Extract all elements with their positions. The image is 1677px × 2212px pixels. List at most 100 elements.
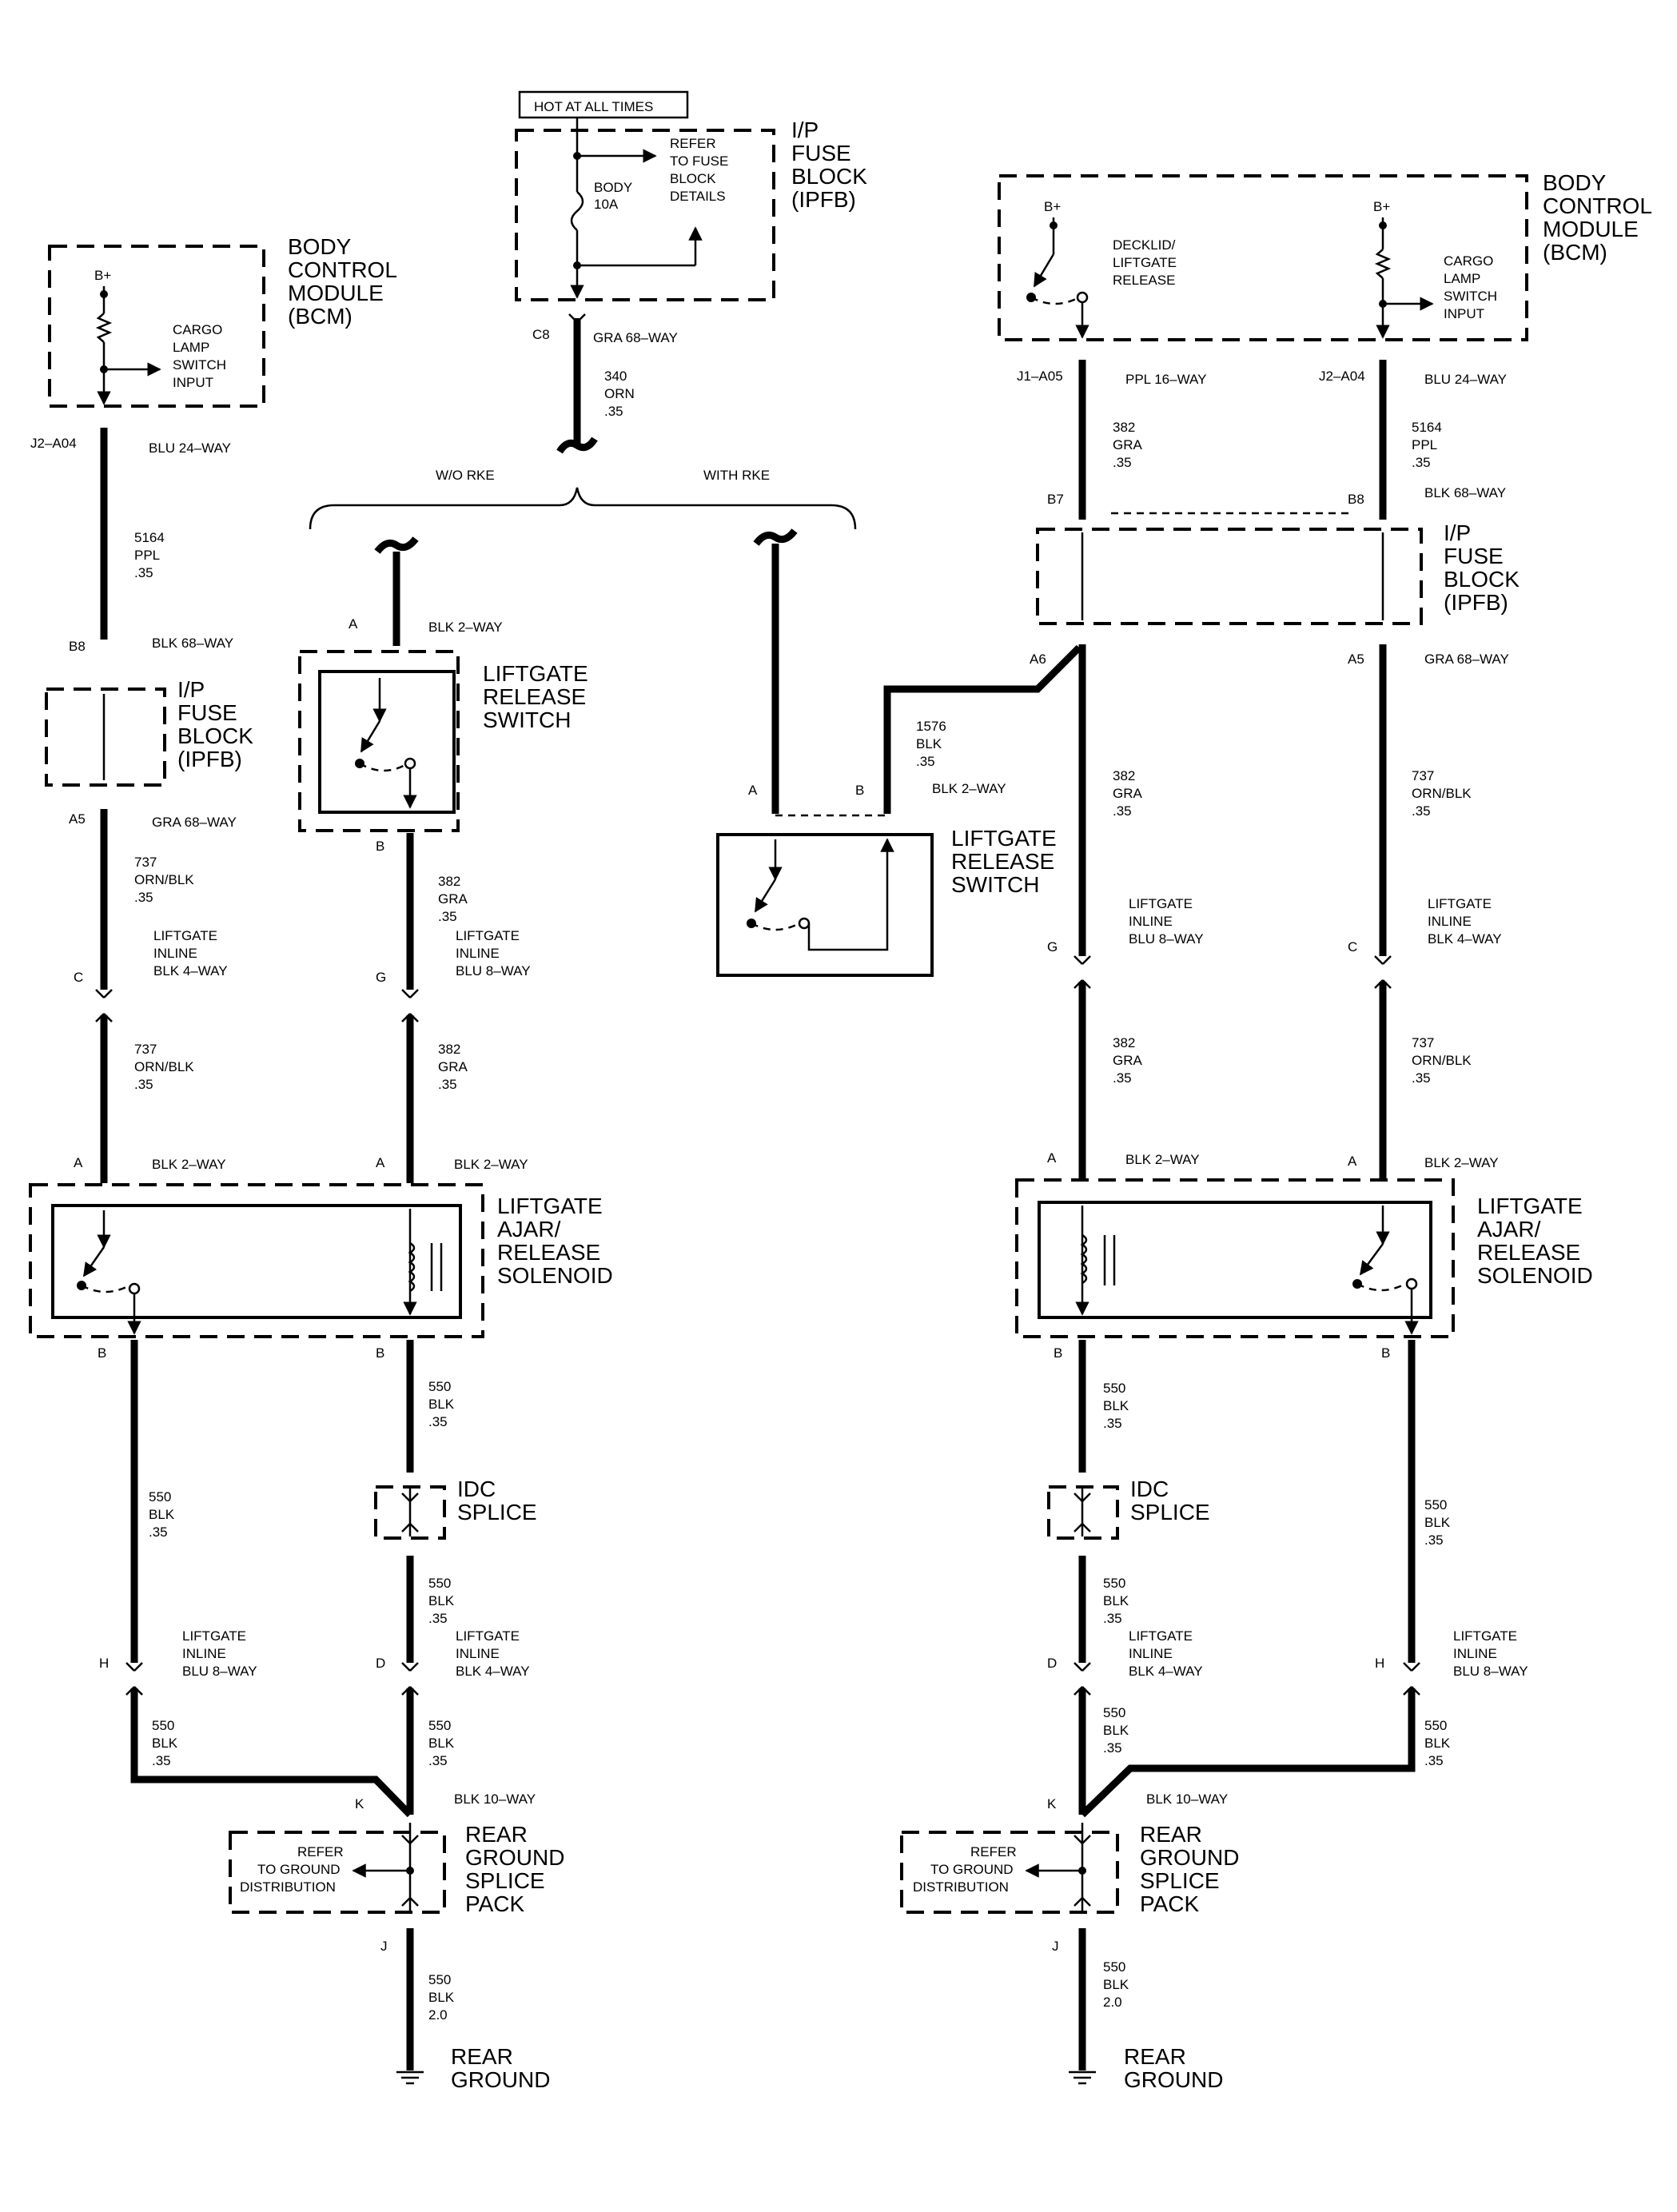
right-ipfb-boundary [1036, 528, 1423, 625]
left-inline4-connector [95, 989, 113, 1022]
left-idc-label: IDC SPLICE [457, 1477, 537, 1524]
rke-option-brace [309, 487, 857, 530]
c8-connector: GRA 68–WAY [593, 330, 678, 345]
left-wire-382a-label: 382 GRA .35 [438, 874, 471, 924]
right-b7: B7 [1047, 492, 1064, 507]
with-rke-label: WITH RKE [703, 468, 770, 483]
right-wire-737a-label: 737 ORN/BLK .35 [1412, 768, 1475, 819]
right-gra68: GRA 68–WAY [1424, 652, 1509, 667]
right-solenoid-label: LIFTGATE AJAR/ RELEASE SOLENOID [1477, 1194, 1593, 1288]
right-pin-d: D [1047, 1656, 1057, 1671]
left-wire-382b-label: 382 GRA .35 [438, 1042, 471, 1092]
right-pin-j: J [1052, 1939, 1059, 1954]
left-switch-body [318, 670, 456, 814]
left-bcm-boundary [48, 245, 265, 408]
refer-fuse-block-label: REFER TO FUSE BLOCK DETAILS [670, 136, 732, 204]
left-rear-ground-splice-pack [229, 1823, 446, 1914]
left-splice-pack-dashed [229, 1831, 446, 1914]
left-wire-550d [130, 1688, 413, 1818]
left-inline8a-label: LIFTGATE INLINE BLU 8–WAY [456, 928, 531, 978]
fuse-symbol [570, 191, 584, 231]
right-splice-pack-dashed [900, 1831, 1119, 1914]
left-pin-k: K [355, 1796, 364, 1811]
wo-rke-label: W/O RKE [436, 468, 495, 483]
left-pin-j: J [380, 1939, 388, 1954]
right-wire-737b-label: 737 ORN/BLK .35 [1412, 1035, 1475, 1086]
left-pin-b1: B [98, 1345, 106, 1361]
right-splice-pack-label: REAR GROUND SPLICE PACK [1140, 1822, 1245, 1916]
left-idc-splice [374, 1485, 446, 1540]
top-ipfb-label: I/P FUSE BLOCK (IPFB) [791, 118, 874, 212]
left-blk2b: BLK 2–WAY [454, 1157, 528, 1172]
right-wire-550e-label: 550 BLK .35 [1424, 1718, 1454, 1768]
right-wire-1576-label: 1576 BLK .35 [916, 719, 950, 769]
right-decklid-label: DECKLID/ LIFTGATE RELEASE [1113, 237, 1181, 288]
hot-at-all-times-group: HOT AT ALL TIMES [518, 90, 689, 119]
right-solenoid-body [1038, 1201, 1432, 1319]
right-liftgate-solenoid [1015, 1178, 1455, 1338]
left-switch-pin-b: B [376, 839, 384, 854]
right-wire-550b-label: 550 BLK .35 [1103, 1576, 1133, 1626]
left-bcm-resistor [95, 313, 113, 343]
right-wire-550a-label: 550 BLK .35 [1103, 1381, 1133, 1431]
left-switch-dashed [298, 650, 460, 832]
right-wire-550f-label: 550 BLK 2.0 [1103, 1959, 1133, 2010]
left-idc-dashed [374, 1485, 446, 1540]
right-blk2a: BLK 2–WAY [1125, 1152, 1200, 1167]
left-rear-ground-label: REAR GROUND [451, 2044, 550, 2092]
left-inline8a-connector [401, 989, 419, 1022]
fuse-label: BODY 10A [594, 180, 636, 212]
right-blk68: BLK 68–WAY [1424, 485, 1506, 500]
left-refer-ground-label: REFER TO GROUND DISTRIBUTION [240, 1844, 347, 1895]
left-a5: A5 [69, 811, 86, 827]
wire-break-right-switch [753, 528, 798, 546]
left-inline-connectors-lower [125, 1662, 419, 1696]
right-rear-ground-splice-pack [900, 1823, 1119, 1914]
right-wire-382b-label: 382 GRA .35 [1113, 768, 1145, 819]
left-wire-550e-label: 550 BLK .35 [428, 1718, 458, 1768]
right-switch-pin-a: A [748, 783, 758, 798]
left-wire-5164-label: 5164 PPL .35 [134, 530, 169, 580]
right-blk10: BLK 10–WAY [1146, 1792, 1228, 1807]
right-a5: A5 [1348, 652, 1364, 667]
left-blk68: BLK 68–WAY [152, 636, 233, 651]
hot-at-all-times-box [518, 90, 689, 119]
left-blk2a: BLK 2–WAY [152, 1157, 226, 1172]
left-ipfb-label: I/P FUSE BLOCK (IPFB) [177, 677, 260, 771]
right-refer-ground-label: REFER TO GROUND DISTRIBUTION [913, 1844, 1020, 1895]
left-switch-pin-a: A [349, 616, 358, 632]
left-j2a04: J2–A04 [30, 436, 77, 451]
right-wire-550e [1079, 1688, 1416, 1818]
left-pin-d: D [376, 1656, 385, 1671]
left-pin-b2: B [376, 1345, 384, 1361]
right-wire-550c-label: 550 BLK .35 [1424, 1497, 1454, 1548]
left-solenoid-label: LIFTGATE AJAR/ RELEASE SOLENOID [497, 1194, 613, 1288]
right-switch-body [716, 833, 934, 977]
left-wire-550d-label: 550 BLK .35 [152, 1718, 181, 1768]
left-bplus: B+ [94, 268, 111, 283]
right-inline8a-label: LIFTGATE INLINE BLU 8–WAY [1129, 896, 1204, 947]
right-inline-connectors-mid [1074, 955, 1392, 989]
right-pin-b1: B [1054, 1345, 1062, 1361]
right-switch-pin-b: B [855, 783, 864, 798]
right-pin-h: H [1375, 1656, 1384, 1671]
right-switch-blk2: BLK 2–WAY [932, 781, 1006, 796]
left-pin-a2: A [376, 1155, 385, 1170]
right-pin-k: K [1047, 1796, 1057, 1811]
right-solenoid-coil [1080, 1234, 1088, 1285]
right-ppl16: PPL 16–WAY [1125, 372, 1206, 387]
right-inline4b-label: LIFTGATE INLINE BLK 4–WAY [1129, 1628, 1203, 1679]
right-idc-dashed [1047, 1485, 1119, 1540]
left-solenoid-coil [408, 1242, 416, 1293]
right-wire-382a-label: 382 GRA .35 [1113, 420, 1145, 470]
left-solenoid-body [51, 1204, 462, 1319]
right-bcm-boundary [998, 174, 1528, 341]
right-ipfb-label: I/P FUSE BLOCK (IPFB) [1444, 520, 1526, 615]
left-wire-550c-label: 550 BLK .35 [428, 1576, 458, 1626]
left-ground-icon [396, 2071, 424, 2085]
left-wire-737a-label: 737 ORN/BLK .35 [134, 855, 197, 905]
right-solenoid-dashed [1015, 1178, 1455, 1338]
left-liftgate-solenoid [29, 1183, 484, 1338]
right-a6: A6 [1030, 652, 1046, 667]
left-bcm-label: BODY CONTROL MODULE (BCM) [288, 234, 403, 329]
